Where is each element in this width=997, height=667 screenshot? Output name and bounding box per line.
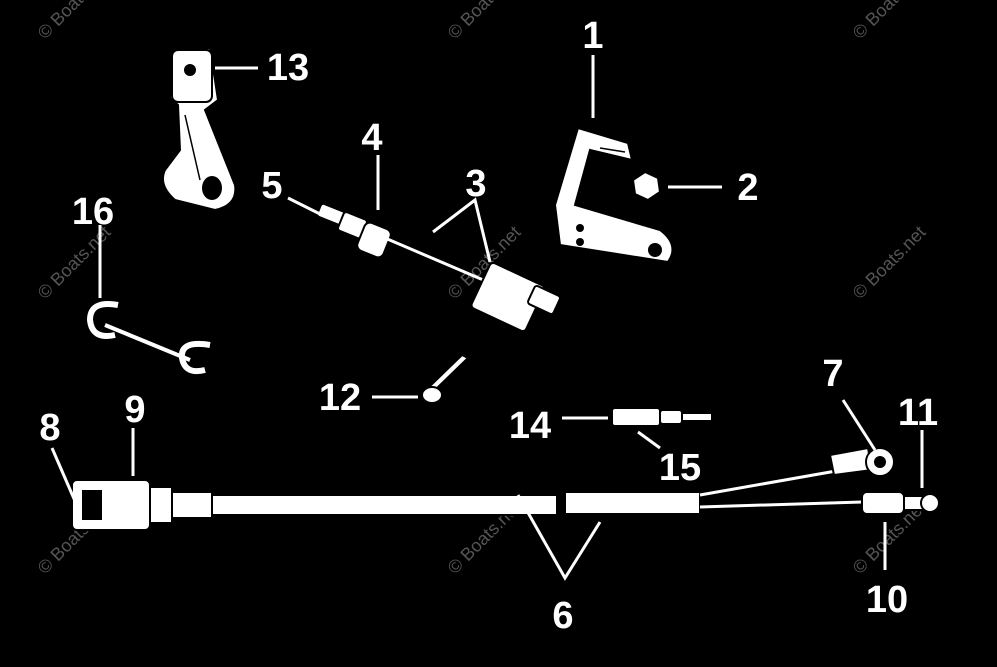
part-8-connector [71, 479, 213, 531]
callout-8: 8 [39, 407, 60, 449]
callout-12: 12 [319, 377, 361, 419]
callout-4: 4 [361, 117, 382, 159]
part-13-lever-arm [162, 46, 237, 212]
part-14-terminal [611, 407, 713, 427]
part-6-harness [211, 463, 871, 516]
part-12-screw [421, 353, 470, 404]
part-3-switch [384, 236, 561, 333]
callout-10: 10 [866, 579, 908, 621]
callout-14: 14 [509, 405, 551, 447]
callout-16: 16 [72, 191, 114, 233]
callout-6: 6 [552, 595, 573, 637]
callout-7: 7 [822, 353, 843, 395]
callout-1: 1 [582, 15, 603, 57]
part-5-plunger [316, 202, 392, 259]
callout-11: 11 [898, 392, 938, 434]
part-16-clip [86, 301, 211, 375]
callouts: 1 2 3 4 5 6 7 8 9 10 11 12 13 14 15 16 [39, 15, 938, 637]
callout-15: 15 [659, 447, 701, 489]
callout-13: 13 [267, 47, 309, 89]
callout-9: 9 [124, 389, 145, 431]
part-10-connector [861, 491, 940, 515]
part-2-nut [631, 170, 662, 202]
callout-3: 3 [465, 163, 486, 205]
leader-lines [50, 55, 924, 581]
part-1-bracket [553, 126, 674, 264]
callout-5: 5 [261, 165, 282, 207]
callout-2: 2 [737, 167, 758, 209]
part-7-ring-terminal [828, 446, 895, 477]
